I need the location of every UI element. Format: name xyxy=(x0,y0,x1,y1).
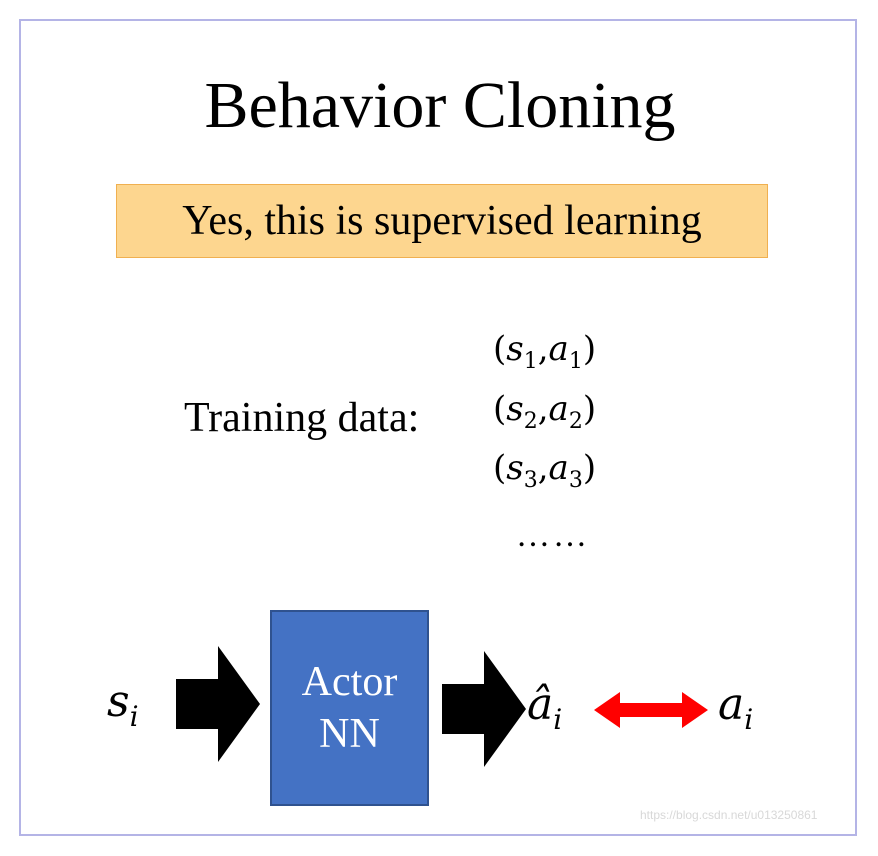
pair-1-s: s xyxy=(506,329,524,369)
watermark: https://blog.csdn.net/u013250861 xyxy=(640,808,818,822)
input-sub: i xyxy=(129,699,139,733)
output-arrow-icon xyxy=(442,651,526,767)
target-var: a xyxy=(718,679,745,730)
target-action-label: ai xyxy=(718,679,753,736)
predicted-action-label: âi xyxy=(527,679,562,736)
pair-2-a: a xyxy=(548,389,569,429)
pair-3-s-sub: 3 xyxy=(523,467,538,493)
slide: Behavior Cloning Yes, this is supervised… xyxy=(19,19,857,836)
input-var: s xyxy=(107,676,130,727)
pred-sub: i xyxy=(553,702,563,736)
actor-label-line2: NN xyxy=(319,711,380,757)
pair-1-a-sub: 1 xyxy=(568,348,583,374)
input-state-label: si xyxy=(107,676,139,733)
training-data-label: Training data: xyxy=(184,395,420,441)
banner-text: Yes, this is supervised learning xyxy=(182,198,702,244)
pair-2-s: s xyxy=(506,389,524,429)
pair-3-a: a xyxy=(548,448,569,488)
pair-2-s-sub: 2 xyxy=(523,408,538,434)
pair-3-a-sub: 3 xyxy=(568,467,583,493)
target-sub: i xyxy=(744,702,754,736)
ellipsis: …… xyxy=(516,517,590,554)
actor-nn-box: Actor NN xyxy=(270,610,429,806)
pair-1-a: a xyxy=(548,329,569,369)
actor-label-line1: Actor xyxy=(301,658,398,705)
supervised-learning-banner: Yes, this is supervised learning xyxy=(116,184,768,258)
training-pair-2: (s2,a2) xyxy=(493,389,597,434)
pred-var: â xyxy=(527,679,554,730)
training-pair-1: (s1,a1) xyxy=(493,329,597,374)
slide-title: Behavior Cloning xyxy=(204,69,676,142)
training-pair-3: (s3,a3) xyxy=(493,448,597,493)
pair-1-s-sub: 1 xyxy=(523,348,538,374)
input-arrow-icon xyxy=(176,646,260,762)
pair-3-s: s xyxy=(506,448,524,488)
pair-2-a-sub: 2 xyxy=(568,408,583,434)
compare-double-arrow-icon xyxy=(594,692,708,728)
